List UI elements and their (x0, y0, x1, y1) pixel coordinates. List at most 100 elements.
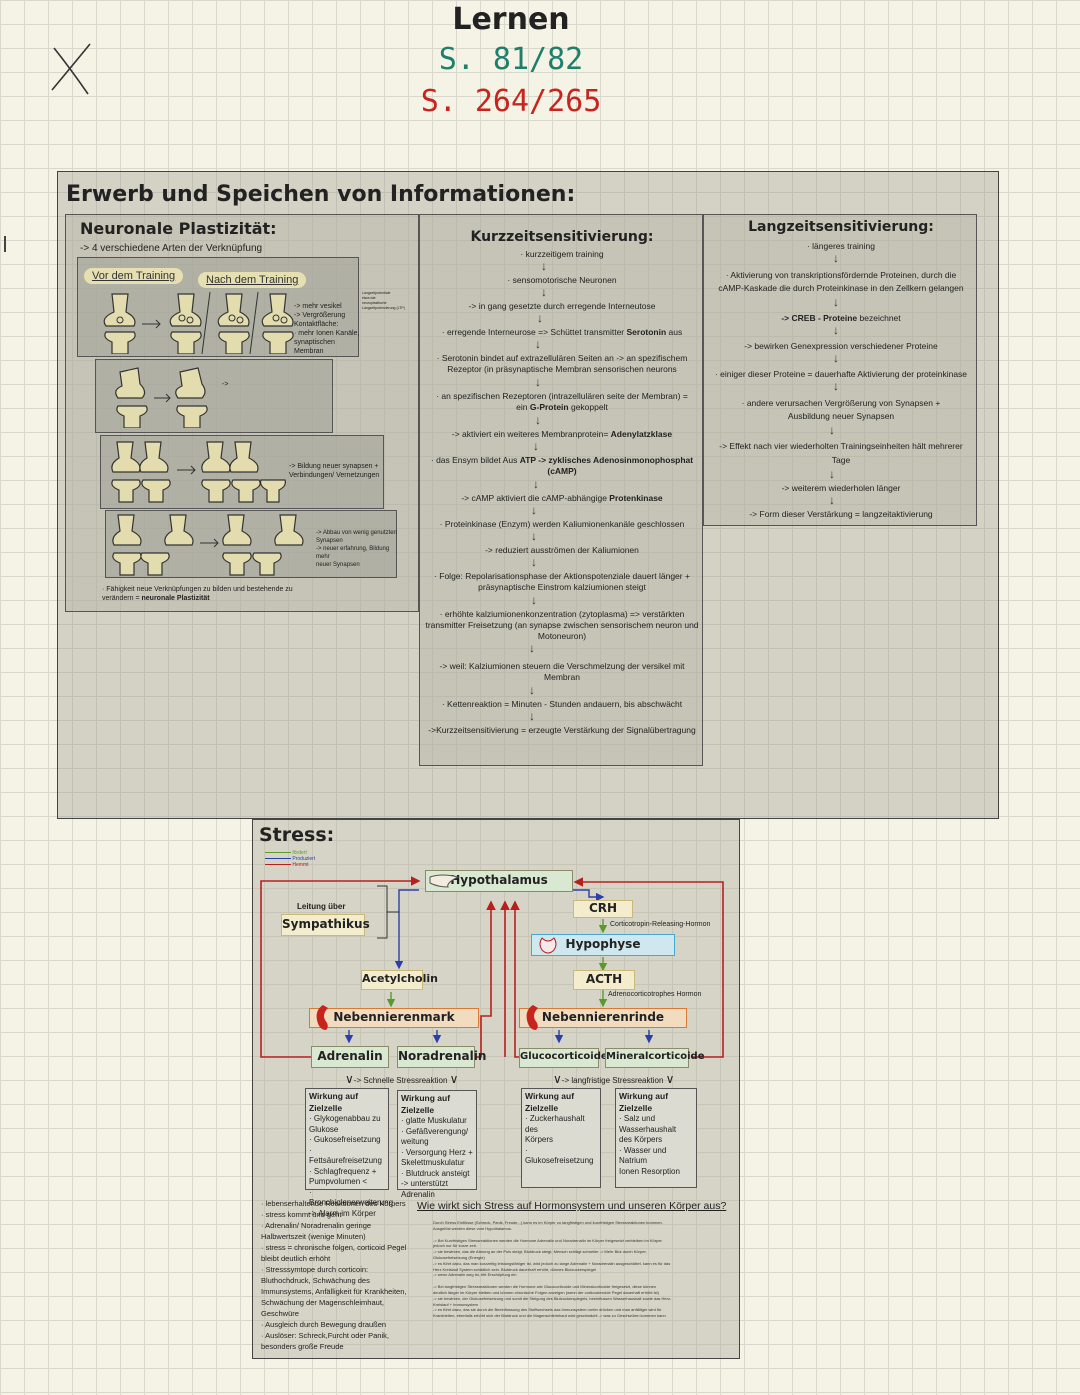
note-line: Halbwertszeit (wenige Minuten) (261, 1232, 366, 1241)
plasticity-footer-line1: · Fähigkeit neue Verknüpfungen zu bilden… (102, 586, 293, 593)
effect-adrenalin: Wirkung auf Zielzelle · Glykogenabbau zu… (305, 1088, 393, 1218)
section-learning: Erwerb und Speichen von Informationen: N… (57, 171, 999, 819)
note-line: · Auslöser: Schreck,Furcht oder Panik, (261, 1331, 389, 1340)
lang-step-9: -> Form dieser Verstärkung = langzeitakt… (749, 509, 933, 519)
slow-reaction-text: -> langfristige Stressreaktion (561, 1076, 664, 1085)
answer-line: -> wenn Adrenalin weg ist, tritt Erschöp… (433, 1272, 517, 1278)
effect-mineral: Wirkung auf Zielzelle · Salz und Wasserh… (615, 1088, 697, 1188)
down-arrow-icon: ↓ (529, 683, 535, 697)
lang-step-2: · Aktivierung von transkriptionsfördernd… (718, 270, 964, 293)
effect-line: Skelettmuskulatur (401, 1158, 465, 1167)
note-row-3-line: Verbindungen/ Vernetzungen (289, 472, 380, 479)
section-learning-title: Erwerb und Speichen von Informationen: (66, 182, 576, 207)
fast-reaction-text: -> Schnelle Stressreaktion (353, 1076, 448, 1085)
kurz-step-9: -> cAMP aktiviert die cAMP-abhängige Pro… (420, 493, 704, 504)
kurz-step-14-l1: -> weil: Kalziumionen steuern die Versch… (439, 661, 685, 671)
effect-line: · Salz und Wasserhaushalt (619, 1114, 677, 1134)
down-arrow-icon: ↓ (829, 423, 835, 437)
kurz-step-7-a: -> aktiviert ein weiteres Membranprotein… (451, 429, 611, 439)
down-arrow-icon: ↓ (541, 285, 547, 299)
down-arrow-icon: ↓ (529, 709, 535, 723)
effect-line: · Glykogenabbau zu (309, 1114, 381, 1123)
kurz-step-5-l1: · Serotonin bindet auf extrazellulären S… (436, 353, 688, 363)
kurz-step-14: -> weil: Kalziumionen steuern die Versch… (420, 661, 704, 683)
down-arrow-icon: ↓ (829, 467, 835, 481)
note-row-1-line: Kontaktfläche: (294, 321, 339, 328)
stress-notes: · lebenserhaltende Reaktionen des Körper… (261, 1198, 413, 1352)
effect-line: · Gefäßverengung/ (401, 1126, 469, 1136)
down-arrow-icon: ↓ (833, 379, 839, 393)
hypophyse-box: Hypophyse (531, 934, 675, 956)
down-arrow-icon: ↓ (531, 503, 537, 517)
footer-term: neuronale Plastizität (141, 595, 210, 602)
long-term-title: Langzeitsensitivierung: (748, 219, 934, 235)
note-row-4-line: -> neuer erfahrung, Bildung mehr (316, 546, 390, 560)
answer-line: Glukosefreisetzung (Energie) (433, 1254, 485, 1260)
note-line: bleibt deutlich erhöht (261, 1254, 331, 1263)
note-row-1-line: -> mehr vesikel (294, 303, 342, 310)
tag-after-training: Nach dem Training (198, 272, 307, 288)
kurz-step-8: · das Ensym bildet Aus ATP -> zyklisches… (430, 455, 694, 477)
section-stress: Stress: fördert Produziert Hemmt Hypotha… (252, 819, 740, 1359)
note-line: · Adrenalin/ Noradrenalin geringe (261, 1221, 372, 1230)
long-term-box: Langzeitsensitivierung: · längeres train… (703, 214, 977, 526)
lang-step-1: · längeres training (806, 241, 876, 251)
legend-produces: Produziert (265, 856, 315, 862)
note-row-1-side-line: neuroplastische (362, 301, 387, 305)
legend-inhibits-label: Hemmt (292, 862, 309, 868)
answer-line: -> Bei langfristigen Stressreaktionen we… (433, 1284, 657, 1290)
stress-title: Stress: (259, 824, 335, 846)
plasticity-title: Neuronale Plastizität: (80, 219, 277, 238)
note-row-3: -> Bildung neuer synapsen + Verbindungen… (289, 462, 383, 480)
synapse-drawing-3 (111, 441, 286, 503)
effect-title: Wirkung auf Zielzelle (401, 1093, 451, 1115)
short-term-title: Kurzzeitsensitivierung: (470, 229, 654, 245)
note-line: Schwächung der Magenschleimhaut, (261, 1298, 384, 1307)
note-row-1-line: -> Vergrößerung (294, 312, 346, 319)
answer-line: -> es führt dazu, das sie durch die Beei… (433, 1307, 662, 1313)
fast-chevron-icon: ∨ (345, 1072, 354, 1086)
kurz-step-6-c: gekoppelt (568, 402, 608, 412)
answer-line: -> Bei Kurzfristigen Stressreaktionen we… (433, 1237, 662, 1243)
margin-mark (4, 236, 6, 252)
kurz-step-4: · erregende Interneurose => Schüttet tra… (420, 327, 704, 338)
lang-step-3: -> CREB - Proteine bezeichnet (704, 313, 978, 324)
note-line: · stress kommt und geht (261, 1210, 342, 1219)
effect-title: Wirkung auf Zielzelle (309, 1091, 359, 1113)
kurz-step-4-b: Serotonin (626, 327, 667, 337)
kurz-step-6-a: · an spezifischen Rezeptoren (intrazellu… (436, 391, 688, 412)
effect-line: · Glukosefreisetzung (525, 1145, 594, 1166)
nebennierenmark-box: Nebennierenmark (309, 1005, 479, 1030)
kurz-step-5: · Serotonin bindet auf extrazellulären S… (420, 353, 704, 375)
effect-line: · glatte Muskulatur (401, 1116, 467, 1125)
synapse-drawing-4 (112, 514, 304, 576)
slow-reaction-label: ∨-> langfristige Stressreaktion ∨ (553, 1072, 674, 1086)
kurz-step-13-l1: · erhöhte kalziumionenkonzentration (zyt… (439, 609, 685, 619)
effect-line: · Fettsäurefreisetzung (309, 1145, 382, 1166)
kurz-step-4-a: · erregende Interneurose => Schüttet tra… (441, 327, 627, 337)
mineralcorticoide-box: Mineralcorticoide (605, 1048, 705, 1068)
stress-legend: fördert Produziert Hemmt (265, 850, 315, 868)
effect-line: Ionen Resorption (619, 1166, 680, 1176)
legend-produces-label: Produziert (292, 856, 316, 862)
effect-gluco: Wirkung auf Zielzelle · Zuckerhaushalt d… (521, 1088, 601, 1188)
kurz-step-9-a: -> cAMP aktiviert die cAMP-abhängige (461, 493, 610, 503)
kurz-step-10: · Proteinkinase (Enzym) werden Kaliumion… (439, 519, 685, 529)
nebennierenrinde-box: Nebennierenrinde (519, 1005, 687, 1030)
note-row-4: -> Abbau von wenig genutzten Synapsen ->… (316, 529, 398, 569)
effect-line: -> unterstützt Adrenalin (401, 1179, 448, 1199)
effect-line: · Blutdruck ansteigt (401, 1168, 470, 1178)
lang-step-6: · andere verursachen Vergrößerung von Sy… (741, 398, 941, 421)
note-row-1: -> mehr vesikel -> Vergrößerung Kontaktf… (294, 302, 360, 356)
acth-box: ACTH (573, 970, 635, 990)
adrenalin-box: Adrenalin (311, 1046, 389, 1068)
synapse-drawing-2 (115, 367, 208, 428)
down-arrow-icon: ↓ (535, 375, 541, 389)
hypothalamus-box: Hypothalamus (425, 870, 573, 892)
synapse-drawing-1 (103, 292, 294, 354)
down-arrow-icon: ↓ (529, 641, 535, 655)
kurz-step-13-l2: transmitter Freisetzung (an synapse zwis… (425, 620, 699, 630)
kurz-step-13-l3: Motoneuron) (537, 631, 587, 641)
note-line: Immunsystems, Anfälligkeit für Krankheit… (261, 1287, 407, 1296)
kurz-step-11: -> reduziert ausströmen der Kaliumionen (485, 545, 639, 555)
